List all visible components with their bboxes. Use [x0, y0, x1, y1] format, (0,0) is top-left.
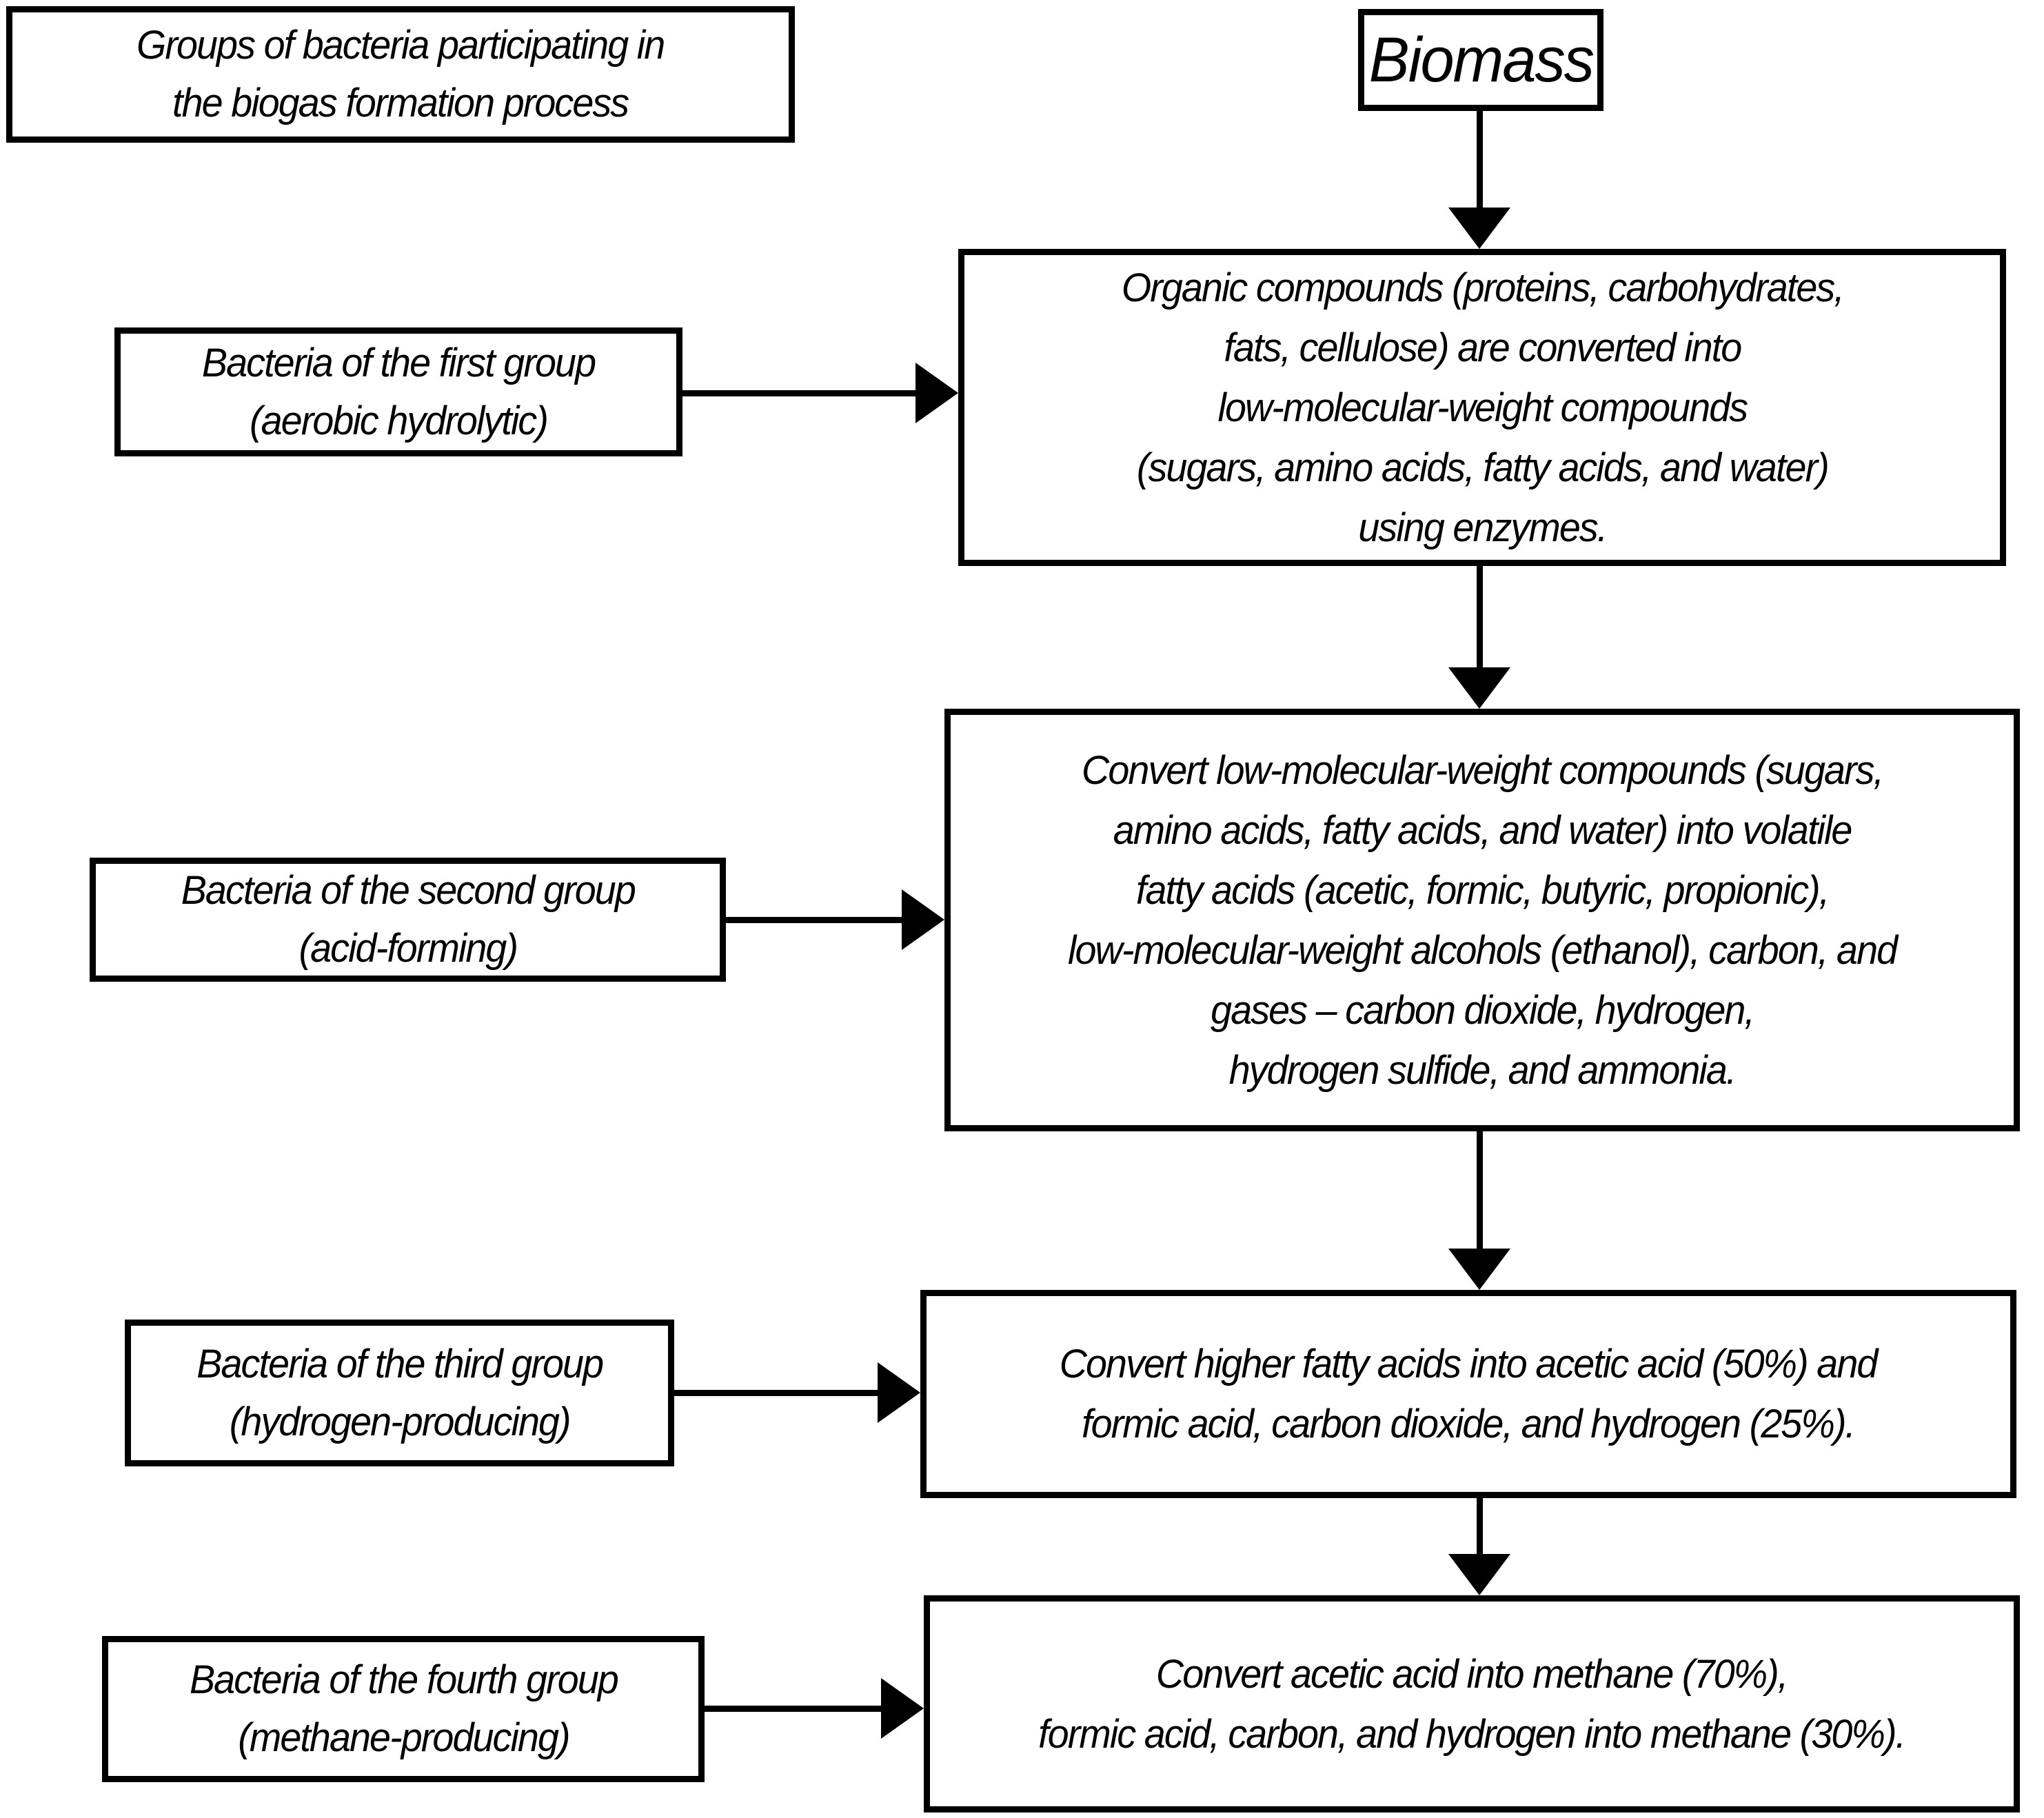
process-stage-4-text: Convert acetic acid into methane (70%), … [1038, 1651, 1907, 1757]
arrow-group-4-to-process-4-head-icon [881, 1678, 924, 1739]
arrow-group-3-to-process-3-head-icon [878, 1362, 920, 1423]
arrow-group-1-to-process-1-head-icon [915, 363, 958, 423]
bacteria-group-4-text: Bacteria of the fourth group (methane-pr… [189, 1657, 618, 1760]
legend-title-box: Groups of bacteria participating in the … [6, 6, 795, 143]
node-bacteria-group-3: Bacteria of the third group (hydrogen-pr… [125, 1320, 674, 1466]
node-bacteria-group-2: Bacteria of the second group (acid-formi… [90, 858, 726, 982]
arrow-group-2-to-process-2-head-icon [902, 889, 944, 950]
bacteria-group-3-text: Bacteria of the third group (hydrogen-pr… [196, 1341, 604, 1444]
bacteria-group-1-text: Bacteria of the first group (aerobic hyd… [201, 340, 596, 443]
process-stage-2-text: Convert low-molecular-weight compounds (… [1067, 747, 1898, 1093]
process-stage-3-text: Convert higher fatty acids into acetic a… [1060, 1342, 1879, 1446]
arrow-biomass-to-process-1-head-icon [1448, 208, 1510, 249]
arrow-process-2-to-process-3-head-icon [1448, 1249, 1510, 1290]
node-bacteria-group-4: Bacteria of the fourth group (methane-pr… [102, 1636, 705, 1782]
node-biomass: Biomass [1358, 9, 1603, 111]
biomass-label: Biomass [1368, 25, 1594, 95]
arrow-process-3-to-process-4-line [1477, 1495, 1483, 1555]
arrow-process-2-to-process-3-line [1477, 1129, 1483, 1250]
bacteria-group-2-text: Bacteria of the second group (acid-formi… [181, 868, 636, 971]
node-bacteria-group-1: Bacteria of the first group (aerobic hyd… [114, 327, 682, 456]
arrow-process-1-to-process-2-line [1477, 563, 1483, 669]
arrow-biomass-to-process-1-line [1477, 109, 1483, 210]
arrow-group-2-to-process-2-line [725, 917, 903, 923]
node-process-stage-1: Organic compounds (proteins, carbohydrat… [958, 249, 2006, 566]
node-process-stage-2: Convert low-molecular-weight compounds (… [944, 709, 2020, 1131]
node-process-stage-4: Convert acetic acid into methane (70%), … [924, 1595, 2020, 1812]
arrow-process-3-to-process-4-head-icon [1448, 1554, 1510, 1595]
process-stage-1-text: Organic compounds (proteins, carbohydrat… [1121, 265, 1844, 550]
node-process-stage-3: Convert higher fatty acids into acetic a… [920, 1290, 2016, 1498]
arrow-group-1-to-process-1-line [681, 390, 917, 396]
legend-title-text: Groups of bacteria participating in the … [136, 23, 665, 125]
arrow-process-1-to-process-2-head-icon [1448, 667, 1510, 709]
arrow-group-4-to-process-4-line [703, 1706, 882, 1712]
arrow-group-3-to-process-3-line [673, 1390, 879, 1396]
